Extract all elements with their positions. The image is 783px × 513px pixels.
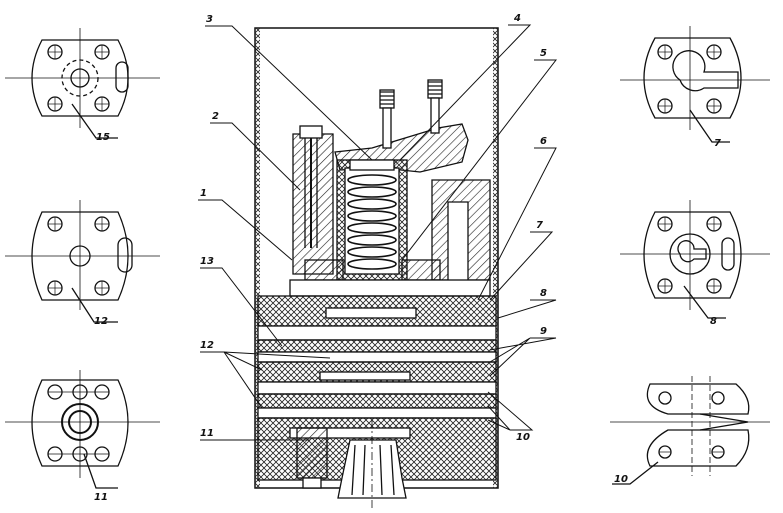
label-2: 2 [212, 111, 219, 122]
left-bracket [292, 133, 334, 275]
label-10: 10 [516, 432, 530, 443]
detail-label-12: 12 [94, 316, 108, 327]
detail-plate-8 [620, 200, 770, 319]
adjusting-screw-left [379, 89, 395, 149]
coil-spring [347, 174, 397, 270]
detail-label-10: 10 [614, 474, 628, 485]
main-assembly [254, 27, 499, 510]
detail-label-7: 7 [714, 138, 721, 149]
label-11: 11 [200, 428, 214, 439]
label-8: 8 [540, 288, 547, 299]
label-1: 1 [200, 188, 207, 199]
label-3: 3 [206, 14, 213, 25]
label-6: 6 [540, 136, 547, 147]
detail-label-11: 11 [94, 492, 108, 503]
detail-plate-15 [5, 28, 160, 139]
callout-labels: 3 2 1 13 4 5 6 7 8 9 10 12 11 [200, 13, 547, 443]
right-bracket [431, 179, 491, 281]
detail-plate-11 [5, 370, 160, 489]
label-4: 4 [513, 13, 521, 24]
label-9: 9 [540, 326, 547, 337]
label-13: 13 [200, 256, 214, 267]
detail-plate-12 [5, 200, 160, 323]
detail-label-15: 15 [96, 132, 110, 143]
label-12: 12 [200, 340, 214, 351]
detail-label-8: 8 [710, 316, 717, 327]
leader-lines [198, 24, 558, 441]
detail-plate-7 [620, 26, 770, 143]
base-nut-left [304, 259, 344, 281]
label-5: 5 [540, 48, 547, 59]
adjusting-screw-right [427, 79, 443, 134]
label-7: 7 [536, 220, 543, 231]
detail-plate-10 [610, 376, 770, 485]
base-nut-right [401, 259, 441, 281]
